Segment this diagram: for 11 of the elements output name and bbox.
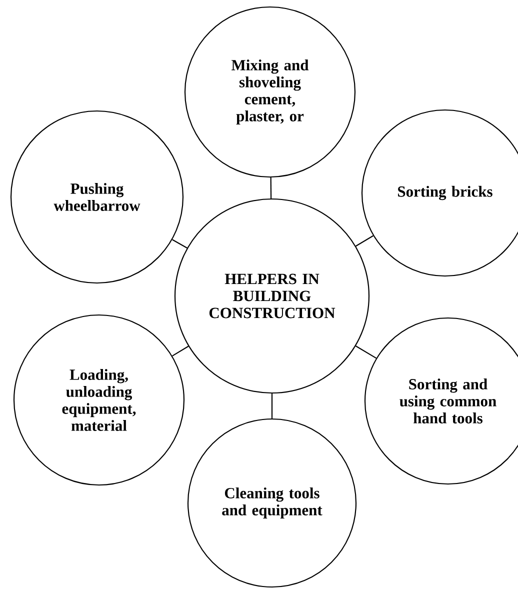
circle-node: Mixing and shoveling cement, plaster, or <box>184 6 356 178</box>
circle-node: Loading, unloading equipment, material <box>13 314 185 486</box>
connector-line <box>355 346 377 359</box>
connector-line <box>356 235 374 247</box>
circle-node: Cleaning tools and equipment <box>187 418 357 588</box>
circle-node: HELPERS IN BUILDING CONSTRUCTION <box>174 198 370 394</box>
connector-line <box>172 346 189 356</box>
connector-line <box>172 239 188 248</box>
connector-line <box>271 394 273 418</box>
connector-line <box>270 178 272 198</box>
circle-node: Pushing wheelbarrow <box>10 110 184 284</box>
